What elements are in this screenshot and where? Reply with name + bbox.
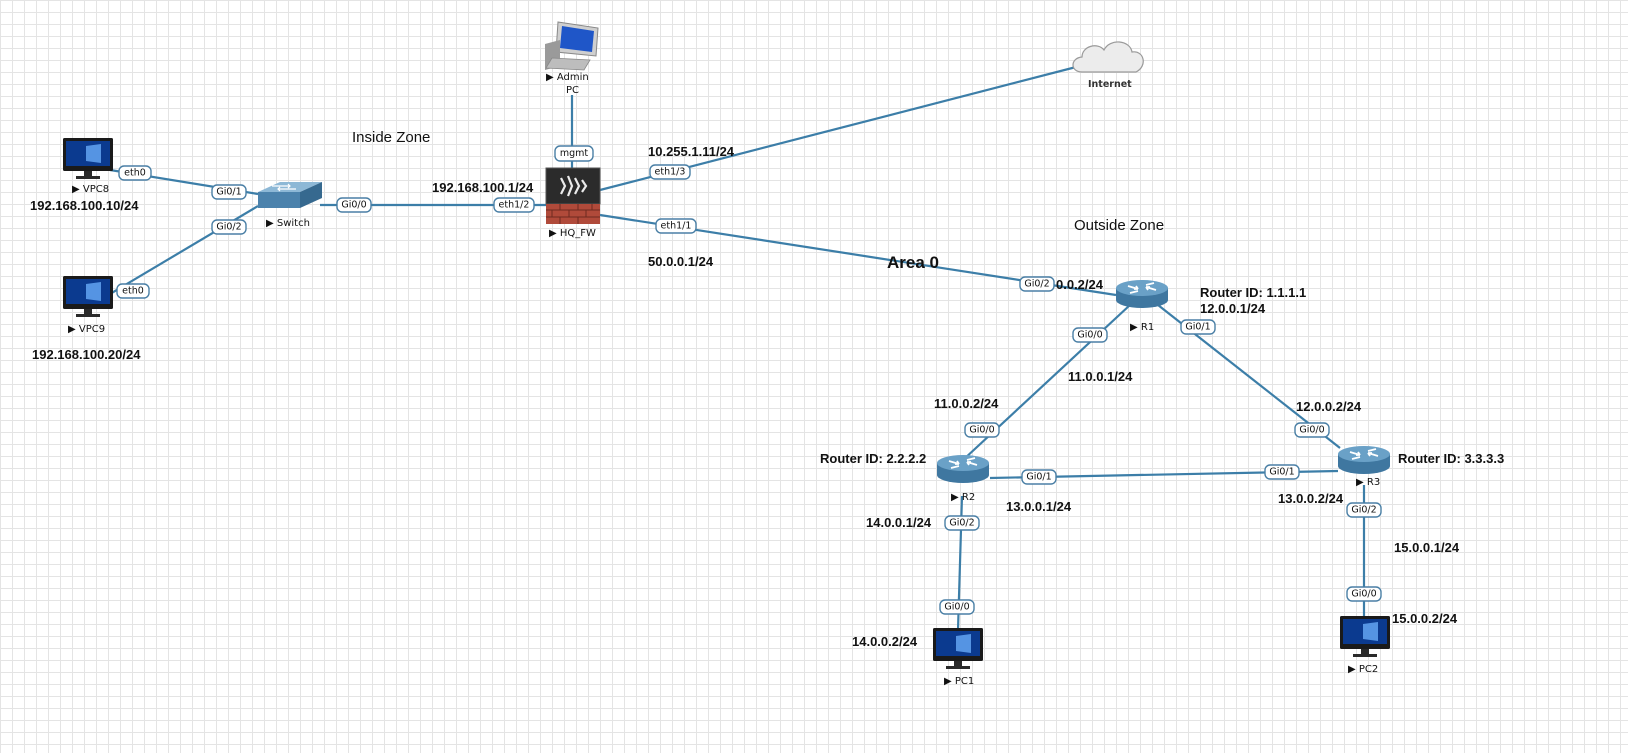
svg-text:Gi0/0: Gi0/0: [1077, 330, 1102, 341]
port-switch-gi01[interactable]: Gi0/1: [211, 184, 247, 200]
device-r1[interactable]: [1115, 279, 1169, 309]
router-id-r3: Router ID: 3.3.3.3: [1398, 451, 1504, 466]
port-fw-eth13[interactable]: eth1/3: [649, 164, 691, 180]
port-r1-gi02[interactable]: Gi0/2: [1019, 276, 1055, 292]
area-label: Area 0: [887, 253, 939, 272]
router-icon: [1115, 279, 1169, 309]
svg-text:eth1/3: eth1/3: [655, 167, 686, 178]
port-r2-gi01[interactable]: Gi0/1: [1021, 469, 1057, 485]
device-label-vpc9: ▶ VPC9: [68, 324, 105, 335]
device-label-r3: ▶ R3: [1356, 477, 1380, 488]
port-fw-eth12[interactable]: eth1/2: [493, 197, 535, 213]
port-switch-gi00[interactable]: Gi0/0: [336, 197, 372, 213]
port-vpc9-eth0[interactable]: eth0: [116, 283, 150, 299]
svg-text:Gi0/2: Gi0/2: [949, 518, 974, 529]
svg-text:Gi0/0: Gi0/0: [944, 602, 969, 613]
router-icon: [1337, 445, 1391, 475]
svg-text:Gi0/2: Gi0/2: [1024, 279, 1049, 290]
port-pc2-gi00[interactable]: Gi0/0: [1346, 586, 1382, 602]
ip-label-fw-internet: 10.255.1.11/24: [648, 144, 735, 159]
ip-label-pc2: 15.0.0.2/24: [1392, 611, 1458, 626]
svg-text:Gi0/0: Gi0/0: [1351, 589, 1376, 600]
router-id-r1: Router ID: 1.1.1.1: [1200, 285, 1306, 300]
port-fw-eth11[interactable]: eth1/1: [655, 218, 697, 234]
port-pc1-gi00[interactable]: Gi0/0: [939, 599, 975, 615]
device-pc2[interactable]: [1340, 616, 1390, 657]
ip-label-r1-gi00: 11.0.0.1/24: [1068, 369, 1133, 384]
svg-text:eth1/2: eth1/2: [499, 200, 530, 211]
links: [109, 64, 1366, 631]
svg-text:eth0: eth0: [122, 286, 144, 297]
cloud-icon: [1072, 41, 1144, 73]
device-r2[interactable]: [936, 454, 990, 484]
device-label-admin: ▶ Admin: [546, 72, 589, 83]
device-label-pc1: ▶ PC1: [944, 676, 974, 687]
desktop-monitor-icon: [1340, 616, 1390, 657]
ip-label-r3-gi01: 13.0.0.2/24: [1278, 491, 1344, 506]
desktop-monitor-icon: [933, 628, 983, 669]
device-label-admin-pc: PC: [566, 85, 579, 96]
port-fw-mgmt[interactable]: mgmt: [554, 145, 594, 162]
link-vpc9-switch[interactable]: [109, 205, 259, 295]
device-internet[interactable]: [1072, 41, 1144, 73]
svg-text:mgmt: mgmt: [560, 148, 589, 159]
svg-text:eth0: eth0: [124, 168, 146, 179]
ip-label-r2-gi01: 13.0.0.1/24: [1006, 499, 1072, 514]
ip-label-pc1: 14.0.0.2/24: [852, 634, 918, 649]
device-label-internet: Internet: [1088, 79, 1132, 90]
port-r3-gi02[interactable]: Gi0/2: [1346, 502, 1382, 518]
ip-label-vpc9: 192.168.100.20/24: [32, 347, 141, 362]
svg-text:Gi0/0: Gi0/0: [969, 425, 994, 436]
port-r1-gi00[interactable]: Gi0/0: [1072, 327, 1108, 343]
ip-label-vpc8: 192.168.100.10/24: [30, 198, 139, 213]
svg-text:Gi0/1: Gi0/1: [216, 187, 241, 198]
device-label-hq-fw: ▶ HQ_FW: [549, 228, 596, 239]
device-r3[interactable]: [1337, 445, 1391, 475]
ip-label-r3-gi02: 15.0.0.1/24: [1394, 540, 1460, 555]
device-vpc9[interactable]: [63, 276, 113, 317]
zone-label-outside: Outside Zone: [1074, 217, 1164, 234]
port-r3-gi01[interactable]: Gi0/1: [1264, 464, 1300, 480]
router-id-r2: Router ID: 2.2.2.2: [820, 451, 926, 466]
port-r1-gi01[interactable]: Gi0/1: [1180, 319, 1216, 335]
svg-text:Gi0/1: Gi0/1: [1185, 322, 1210, 333]
ip-label-r2-gi00: 11.0.0.2/24: [934, 396, 999, 411]
port-r2-gi02[interactable]: Gi0/2: [944, 515, 980, 531]
device-hq-fw[interactable]: [545, 167, 601, 224]
svg-text:Gi0/0: Gi0/0: [341, 200, 366, 211]
ip-label-r1-gi01: 12.0.0.1/24: [1200, 301, 1266, 316]
ip-label-fw-outside: 50.0.0.1/24: [648, 254, 714, 269]
svg-text:eth1/1: eth1/1: [661, 221, 692, 232]
desktop-monitor-icon: [63, 276, 113, 317]
device-label-switch: ▶ Switch: [266, 218, 310, 229]
desktop-monitor-icon: [63, 138, 113, 179]
firewall-icon: [545, 167, 601, 224]
desktop-monitor-icon: [545, 21, 599, 71]
router-icon: [936, 454, 990, 484]
svg-text:Gi0/1: Gi0/1: [1026, 472, 1051, 483]
device-pc1[interactable]: [933, 628, 983, 669]
ip-label-r2-gi02: 14.0.0.1/24: [866, 515, 932, 530]
ip-label-r3-gi00: 12.0.0.2/24: [1296, 399, 1362, 414]
device-vpc8[interactable]: [63, 138, 113, 179]
zone-label-inside: Inside Zone: [352, 129, 430, 146]
device-label-r1: ▶ R1: [1130, 322, 1154, 333]
device-label-pc2: ▶ PC2: [1348, 664, 1378, 675]
svg-text:Gi0/2: Gi0/2: [216, 222, 241, 233]
ip-label-fw-inside: 192.168.100.1/24: [432, 180, 534, 195]
device-label-vpc8: ▶ VPC8: [72, 184, 109, 195]
switch-icon: [258, 182, 322, 208]
device-label-r2: ▶ R2: [951, 492, 975, 503]
port-vpc8-eth0[interactable]: eth0: [118, 165, 152, 181]
device-switch[interactable]: [258, 182, 322, 208]
port-r2-gi00[interactable]: Gi0/0: [964, 422, 1000, 438]
ip-label-r1-gi02: 0.0.2/24: [1056, 277, 1104, 292]
svg-text:Gi0/2: Gi0/2: [1351, 505, 1376, 516]
port-switch-gi02[interactable]: Gi0/2: [211, 219, 247, 235]
svg-text:Gi0/1: Gi0/1: [1269, 467, 1294, 478]
port-r3-gi00[interactable]: Gi0/0: [1294, 422, 1330, 438]
device-admin-pc[interactable]: [545, 21, 599, 71]
svg-text:Gi0/0: Gi0/0: [1299, 425, 1324, 436]
